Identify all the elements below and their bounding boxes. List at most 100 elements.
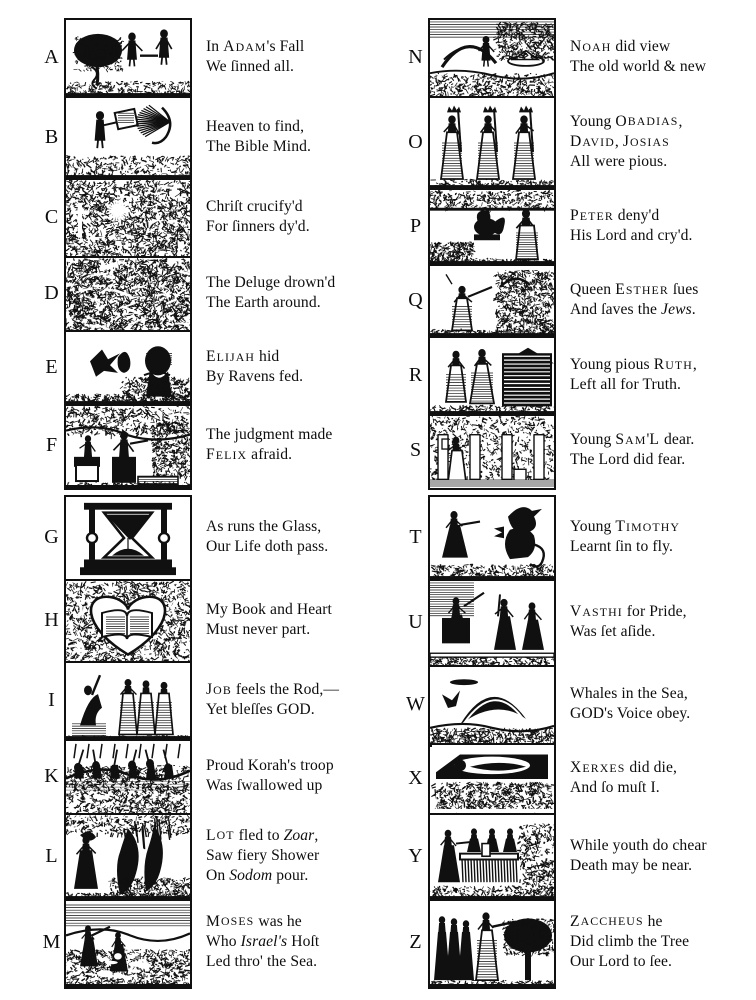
verse-line: VASTHI for Pride, xyxy=(570,602,687,620)
verse-line: We ſinned all. xyxy=(206,58,295,75)
verse-line: Chriſt crucify'd xyxy=(206,197,303,215)
alphabet-letter-k: K xyxy=(44,765,59,787)
verse-line: Whales in the Sea, xyxy=(570,684,688,702)
verse-line: Led thro' the Sea. xyxy=(206,953,318,971)
verse-line: JOB feels the Rod,— xyxy=(206,680,340,698)
samuel-temple-cut xyxy=(430,416,554,488)
verse-line: And ſaves the Jews. xyxy=(570,301,696,318)
alphabet-letter-u: U xyxy=(408,611,423,633)
verse-line: Our Lord to ſee. xyxy=(570,953,673,971)
verse-line: All were pious. xyxy=(570,153,668,171)
verse-line: Must never part. xyxy=(206,621,311,638)
xerxes-deathbed-cut xyxy=(430,745,554,815)
verse-line: ELIJAH hid xyxy=(206,347,280,365)
korah-swallowed-cut xyxy=(66,741,190,815)
ruth-and-naomi-cut xyxy=(430,338,554,416)
woodcuts-column xyxy=(64,18,192,490)
alphabet-letter-w: W xyxy=(406,693,425,715)
verse-i: JOB feels the Rod,— Yet bleſſes GOD. xyxy=(206,661,378,739)
verse-line: Our Life doth pass. xyxy=(206,538,329,555)
alphabet-letter-n: N xyxy=(408,46,423,68)
alphabet-letter-l: L xyxy=(45,845,58,867)
verse-u: VASTHI for Pride,Was ſet aſide. xyxy=(570,579,756,665)
verse-line: ZACCHEUS he xyxy=(570,912,663,930)
verse-line: Death may be near. xyxy=(570,857,693,874)
alphabet-letter-i: I xyxy=(48,689,55,711)
verse-line: Left all for Truth. xyxy=(570,376,682,393)
verses-column: As runs the Glass, Our Life doth pass. My … xyxy=(192,495,378,989)
peter-cock-crowing-cut xyxy=(430,190,554,266)
alphabet-letter-f: F xyxy=(45,434,58,456)
verse-g: As runs the Glass, Our Life doth pass. xyxy=(206,495,378,579)
verse-line: Did climb the Tree xyxy=(570,932,690,950)
verse-t: Young TIMOTHY Learnt ſin to fly. xyxy=(570,495,756,579)
verse-line: PETER deny'd xyxy=(570,206,660,224)
verse-line: Learnt ſin to fly. xyxy=(570,538,673,555)
verse-line: Yet bleſſes GOD. xyxy=(206,701,315,718)
alphabet-letter-z: Z xyxy=(409,931,422,953)
verse-line: Proud Korah's troop xyxy=(206,756,334,774)
verse-line: Young OBADIAS, xyxy=(570,112,683,130)
alphabet-letter-d: D xyxy=(44,282,59,304)
verse-line: LOT fled to Zoar, xyxy=(206,826,319,844)
alphabet-letter-r: R xyxy=(408,364,423,386)
verse-line: Young pious RUTH, xyxy=(570,355,697,373)
verse-line: As runs the Glass, xyxy=(206,517,322,535)
youth-at-table-cut xyxy=(430,815,554,901)
verse-line: For ſinners dy'd. xyxy=(206,218,310,235)
verse-line: The Earth around. xyxy=(206,294,321,311)
verse-e: ELIJAH hid By Ravens fed. xyxy=(206,330,378,404)
zaccheus-in-tree-cut xyxy=(430,901,554,987)
obadias-david-josias-cut xyxy=(430,98,554,190)
verse-line: The old world & new xyxy=(570,58,707,75)
noah-ark-cut xyxy=(430,20,554,98)
alphabet-letter-x: X xyxy=(408,767,423,789)
adam-and-eve-tree-cut xyxy=(66,20,190,98)
heart-and-book-cut xyxy=(66,581,190,663)
verse-line: By Ravens fed. xyxy=(206,368,304,385)
verse-b: Heaven to find, The Bible Mind. xyxy=(206,96,378,178)
verses-column: Young TIMOTHY Learnt ſin to fly. VASTHI fo… xyxy=(556,495,756,989)
moses-red-sea-cut xyxy=(66,901,190,987)
woodcuts-column xyxy=(428,495,556,989)
child-with-bible-cut xyxy=(66,98,190,180)
vashti-set-aside-cut xyxy=(430,581,554,667)
alphabet-letter-m: M xyxy=(42,931,61,953)
alphabet-letter-o: O xyxy=(408,131,423,153)
alphabet-letter-b: B xyxy=(44,126,59,148)
alphabet-letter-t: T xyxy=(409,526,422,548)
verse-line: The Bible Mind. xyxy=(206,138,312,155)
verse-line: Young TIMOTHY xyxy=(570,517,681,535)
timothy-and-beast-cut xyxy=(430,497,554,581)
verse-line: FELIX afraid. xyxy=(206,446,293,463)
verse-line: The Lord did fear. xyxy=(570,451,686,468)
alphabet-letter-p: P xyxy=(409,215,422,237)
elijah-ravens-cut xyxy=(66,332,190,406)
verse-line: Heaven to find, xyxy=(206,117,305,135)
verse-line: Young SAM'L dear. xyxy=(570,430,695,448)
verse-line: On Sodom pour. xyxy=(206,867,309,885)
alphabet-letter-q: Q xyxy=(408,289,423,311)
hourglass-cut xyxy=(66,497,190,581)
verse-line: NOAH did view xyxy=(570,37,671,55)
verse-line: The Deluge drown'd xyxy=(206,273,336,291)
verse-line: GOD's Voice obey. xyxy=(570,705,691,722)
